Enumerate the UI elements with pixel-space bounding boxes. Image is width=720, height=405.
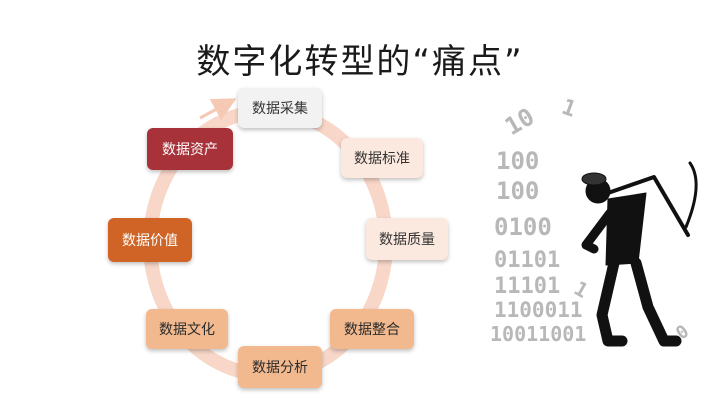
node-data-assets: 数据资产 [147, 128, 233, 170]
node-data-culture: 数据文化 [146, 309, 228, 349]
binary-digits: 10 100 100 0100 01101 11101 1100011 1001… [490, 95, 693, 346]
binary-row: 0100 [494, 213, 552, 241]
binary-miner-illustration: 10 100 100 0100 01101 11101 1100011 1001… [490, 95, 698, 347]
binary-row: 100 [496, 177, 539, 205]
binary-row: 01101 [494, 248, 560, 273]
node-data-analysis: 数据分析 [238, 346, 322, 388]
slide-title: 数字化转型的“痛点” [196, 42, 524, 82]
miner-pickaxe-icon [581, 161, 698, 347]
node-data-quality: 数据质量 [366, 218, 448, 260]
node-data-value: 数据价值 [108, 218, 192, 262]
node-data-integration: 数据整合 [330, 309, 414, 349]
binary-row: 11101 [494, 274, 560, 299]
node-data-collection: 数据采集 [238, 88, 322, 128]
binary-row: 100 [496, 147, 539, 175]
svg-text:1: 1 [558, 95, 579, 123]
binary-row: 10 [500, 102, 539, 141]
binary-row: 1100011 [494, 298, 583, 322]
node-data-standards: 数据标准 [341, 138, 423, 178]
binary-row: 10011001 [490, 322, 586, 346]
